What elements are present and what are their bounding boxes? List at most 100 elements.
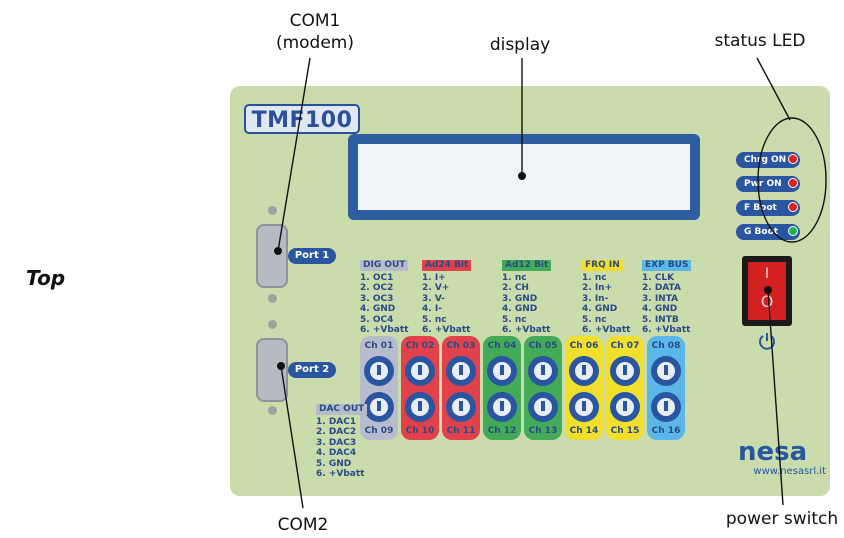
channel-connector[interactable] <box>569 392 599 422</box>
channel-connector[interactable] <box>528 356 558 386</box>
channel-connector[interactable] <box>487 392 517 422</box>
pin-line: 6. +Vbatt <box>582 325 631 335</box>
pin-line: 3. V- <box>422 293 445 304</box>
pin-line: 1. nc <box>582 272 607 283</box>
top-label: Top <box>26 266 66 290</box>
pin-line: 4. GND <box>582 304 618 314</box>
screw-hole <box>268 320 277 329</box>
channel-connector[interactable] <box>610 356 640 386</box>
pinout-group-title: EXP BUS <box>642 260 692 271</box>
pinout-group-title: FRQ IN <box>582 260 623 271</box>
channel-connector[interactable] <box>528 392 558 422</box>
pin-line: 4. GND <box>502 304 538 314</box>
pin-line: 2. V+ <box>422 283 450 293</box>
channel-label: Ch 08 <box>651 341 681 351</box>
dac-out-title: DAC OUT <box>316 404 368 415</box>
pin-line: 5. nc <box>582 314 607 325</box>
power-switch-dot <box>764 286 772 294</box>
channel-column <box>606 336 644 440</box>
channel-connector[interactable] <box>364 356 394 386</box>
status-led-1: Chrg ON <box>736 152 800 168</box>
pin-line: 4. DAC4 <box>316 448 357 458</box>
channel-column <box>647 336 685 440</box>
pin-line: 6. +Vbatt <box>502 325 551 335</box>
channel-label: Ch 11 <box>446 426 476 436</box>
pin-line: 5. OC4 <box>360 314 394 325</box>
pin-line: 2. DAC2 <box>316 427 357 437</box>
channel-column <box>360 336 398 440</box>
pin-line: 6. +Vbatt <box>642 325 691 335</box>
pin-line: 6. +Vbatt <box>316 469 365 479</box>
power-switch[interactable]: I O <box>742 256 792 326</box>
status-led-4: G Boot <box>736 224 800 240</box>
com2-port[interactable] <box>256 338 288 402</box>
channel-label: Ch 06 <box>569 341 599 351</box>
pin-line: 5. GND <box>316 458 352 469</box>
pin-line: 1. I+ <box>422 272 446 283</box>
pin-line: 2. OC2 <box>360 283 394 293</box>
com1-dot <box>274 247 282 255</box>
brand-url: www.nesasrl.it <box>753 466 826 477</box>
channel-column <box>483 336 521 440</box>
channel-label: Ch 02 <box>405 341 435 351</box>
pin-line: 3. GND <box>502 293 538 304</box>
pin-line: 4. GND <box>642 304 678 314</box>
channel-connector[interactable] <box>446 356 476 386</box>
status-led-label: F Boot <box>744 203 777 213</box>
pin-line: 6. +Vbatt <box>360 325 409 335</box>
switch-on-mark: I <box>764 266 770 282</box>
channel-connector[interactable] <box>487 356 517 386</box>
port-2-tag: Port 2 <box>288 362 336 378</box>
channel-label: Ch 01 <box>364 341 394 351</box>
channel-connector[interactable] <box>405 356 435 386</box>
pin-line: 1. OC1 <box>360 272 394 283</box>
channel-column <box>442 336 480 440</box>
led-indicator <box>788 202 798 212</box>
pin-line: 3. DAC3 <box>316 437 357 448</box>
pin-line: 6. +Vbatt <box>422 325 471 335</box>
channel-connector[interactable] <box>651 356 681 386</box>
brand-logo: nesa <box>738 437 808 467</box>
channel-label: Ch 04 <box>487 341 517 351</box>
com2-callout: COM2 <box>277 515 329 535</box>
power-switch-leader <box>767 289 784 506</box>
com1-port[interactable] <box>256 224 288 288</box>
channel-connector[interactable] <box>651 392 681 422</box>
status-led-ellipse <box>757 117 827 243</box>
pin-line: 2. DATA <box>642 283 681 293</box>
channel-column <box>524 336 562 440</box>
pin-line: 5. nc <box>502 314 527 325</box>
status-led-3: F Boot <box>736 200 800 216</box>
pin-line: 1. DAC1 <box>316 416 357 427</box>
channel-connector[interactable] <box>446 392 476 422</box>
channel-label: Ch 14 <box>569 426 599 436</box>
status-led-label: Chrg ON <box>744 155 787 165</box>
channel-label: Ch 12 <box>487 426 517 436</box>
pinout-group-title: DIG OUT <box>360 260 409 271</box>
pin-line: 3. In- <box>582 293 609 304</box>
com1-leader <box>277 57 311 252</box>
channel-connector[interactable] <box>610 392 640 422</box>
pin-line: 1. CLK <box>642 272 675 283</box>
led-indicator <box>788 226 798 236</box>
channel-label: Ch 13 <box>528 426 558 436</box>
port-1-tag: Port 1 <box>288 248 336 264</box>
channel-connector[interactable] <box>569 356 599 386</box>
pin-line: 3. INTA <box>642 293 679 304</box>
power-switch-callout: power switch <box>725 509 839 529</box>
channel-connector[interactable] <box>405 392 435 422</box>
led-indicator <box>788 178 798 188</box>
channel-column <box>401 336 439 440</box>
status-led-callout: status LED <box>714 31 806 51</box>
channel-connector[interactable] <box>364 392 394 422</box>
status-led-label: Pwr ON <box>744 179 782 189</box>
channel-label: Ch 15 <box>610 426 640 436</box>
screw-hole <box>268 294 277 303</box>
